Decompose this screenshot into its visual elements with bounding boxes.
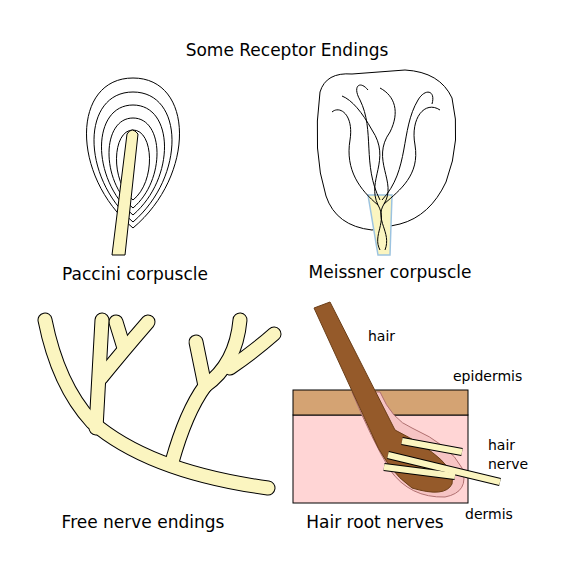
caption-label: Hair root nerves — [265, 511, 485, 533]
branch — [172, 386, 205, 462]
nerve-fibre — [357, 85, 380, 200]
nerve-outline — [402, 441, 462, 452]
caption-label: Paccini corpuscle — [25, 263, 245, 285]
branch — [172, 386, 205, 462]
branch — [205, 320, 240, 386]
caption-label: Free nerve endings — [23, 511, 263, 533]
branch-fill — [45, 320, 274, 488]
paccini-nerve — [112, 130, 138, 255]
nerve-fill — [402, 441, 462, 452]
branch — [101, 322, 148, 378]
branch — [45, 320, 268, 488]
part-label: epidermis — [453, 367, 553, 385]
free-nerve-branches — [45, 320, 274, 488]
hair-nerve-fibres — [384, 441, 500, 482]
branch — [116, 322, 124, 348]
caption-label: Meissner corpuscle — [280, 261, 500, 283]
nerve-fibre — [382, 92, 433, 200]
diagram-title: Some Receptor Endings — [107, 39, 467, 61]
branch-outline — [45, 320, 274, 488]
branch — [230, 334, 274, 368]
part-label: hair — [368, 327, 428, 345]
part-label: hair nerve — [488, 436, 536, 474]
branch — [116, 322, 124, 348]
branch — [101, 322, 148, 378]
part-label: dermis — [465, 505, 555, 523]
nerve-fibre — [380, 88, 395, 250]
nerve-fibre — [384, 107, 440, 204]
branch — [45, 320, 268, 488]
nerve-fibre — [332, 110, 378, 205]
branch — [205, 320, 240, 386]
nerve-fill — [384, 467, 455, 476]
meissner-fibres — [332, 85, 440, 250]
nerve-fibre — [342, 96, 381, 250]
